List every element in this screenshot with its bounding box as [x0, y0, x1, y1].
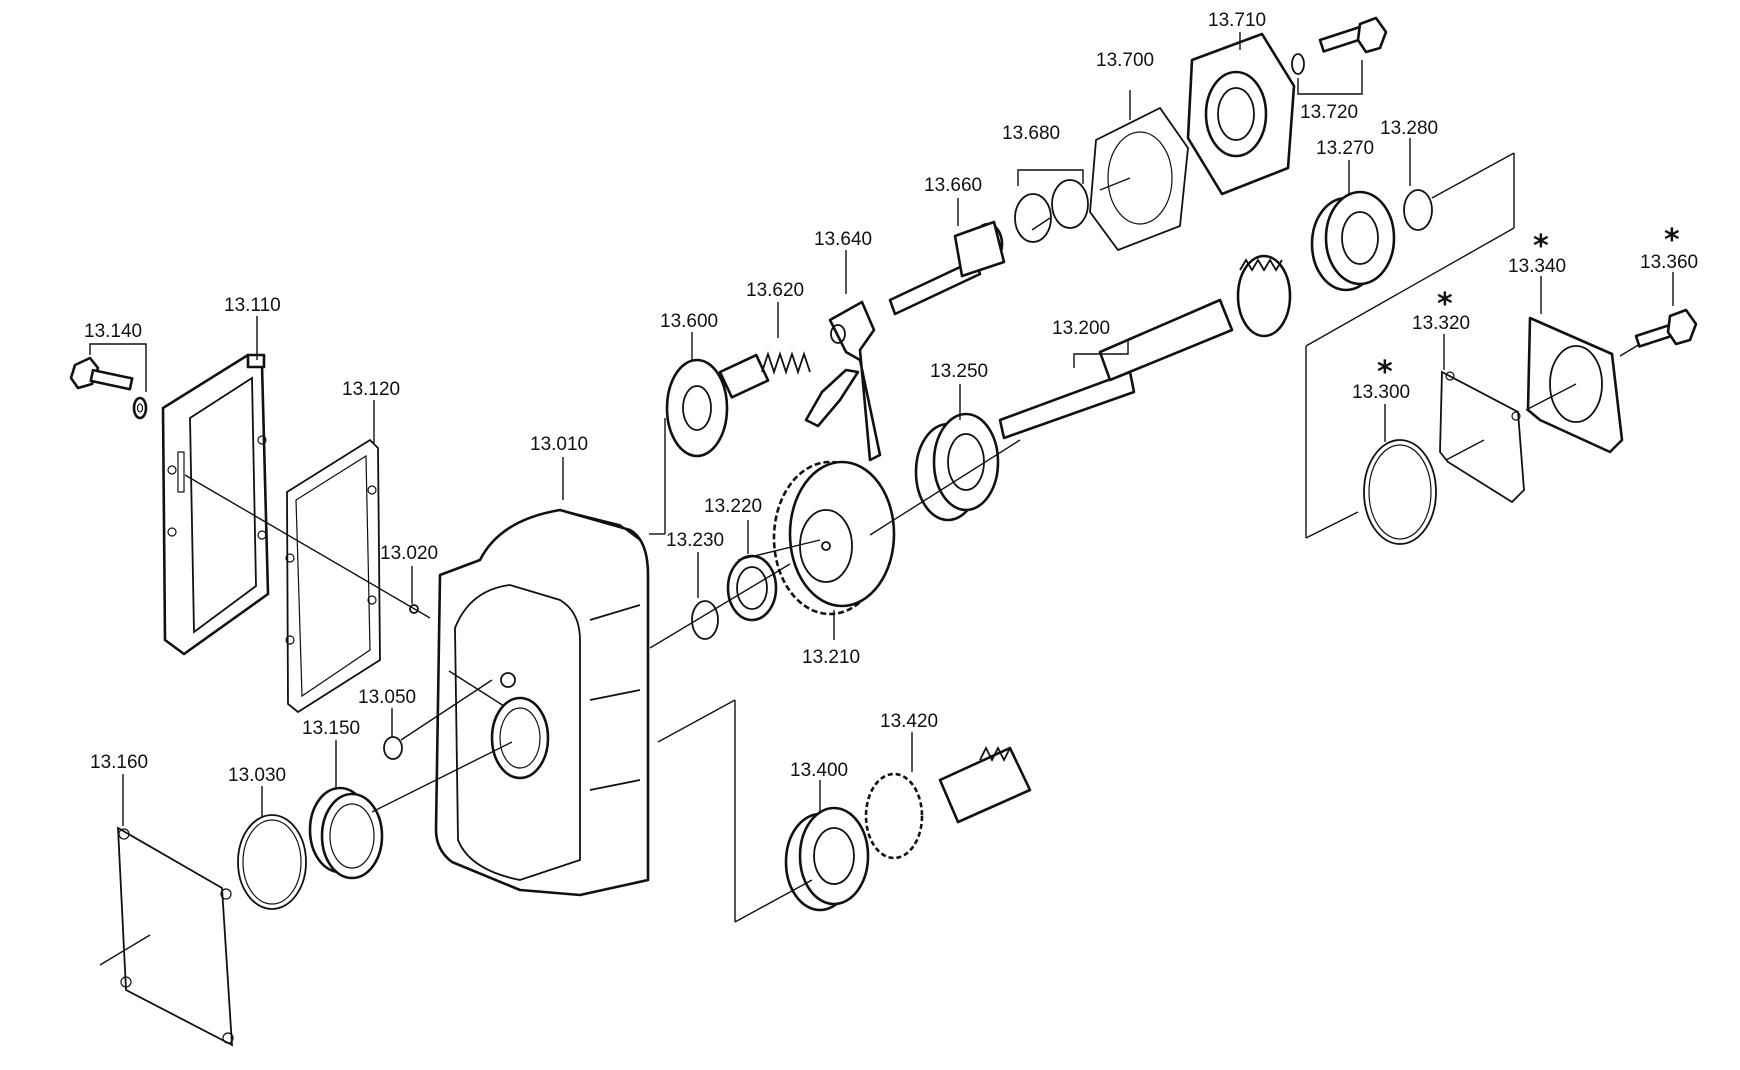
- part-circlip-13230: [691, 600, 719, 640]
- callout-13280: 13.280: [1380, 118, 1438, 139]
- callout-13320: 13.320: [1412, 313, 1470, 334]
- callout-13120: 13.120: [342, 379, 400, 400]
- part-bolt-13720: [1291, 16, 1388, 75]
- part-bearing-13270: [1310, 190, 1396, 292]
- part-pin-13020: [409, 604, 419, 614]
- callout-13200: 13.200: [1052, 318, 1110, 339]
- part-gasket-13320: [1439, 370, 1525, 504]
- part-bolt-13140: [69, 356, 148, 420]
- part-shift-fork-13640: [804, 300, 882, 462]
- callout-13270: 13.270: [1316, 138, 1374, 159]
- star-marker-13320: *: [1437, 287, 1453, 322]
- part-spring-13620: [761, 351, 811, 375]
- callout-13230: 13.230: [666, 530, 724, 551]
- callout-13360: 13.360: [1640, 252, 1698, 273]
- axis-lines: [99, 152, 1641, 966]
- part-output-shaft-13420: [864, 745, 1032, 860]
- part-shaft-13200: [998, 254, 1292, 440]
- callout-13700: 13.700: [1096, 50, 1154, 71]
- callout-13010: 13.010: [530, 434, 588, 455]
- callout-13340: 13.340: [1508, 256, 1566, 277]
- part-sleeve-13250: [914, 412, 1000, 522]
- part-seal-13220: [726, 554, 778, 622]
- callout-13640: 13.640: [814, 229, 872, 250]
- callout-13250: 13.250: [930, 361, 988, 382]
- callout-13020: 13.020: [380, 543, 438, 564]
- part-gasket-13700: [1089, 106, 1189, 252]
- star-markers: * * * *: [1377, 223, 1680, 390]
- callout-13030: 13.030: [228, 765, 286, 786]
- callout-13050: 13.050: [358, 687, 416, 708]
- callout-13300: 13.300: [1352, 382, 1410, 403]
- part-cover-plate-13110: [161, 353, 270, 656]
- callout-13680: 13.680: [1002, 123, 1060, 144]
- part-oring-13030: [237, 814, 307, 910]
- part-housing-13010: [434, 508, 650, 897]
- star-marker-13340: *: [1533, 229, 1549, 264]
- callout-labels: 13.140 13.110 13.120 13.020 13.010 13.05…: [84, 10, 1698, 786]
- part-rings-13680: [1014, 179, 1089, 243]
- part-plate-13600: [665, 353, 770, 458]
- callout-13660: 13.660: [924, 175, 982, 196]
- callout-13400: 13.400: [790, 760, 848, 781]
- part-circlip-13050: [383, 736, 403, 760]
- part-rail-13660: [888, 220, 1006, 316]
- callout-13110: 13.110: [224, 295, 281, 316]
- leader-lines: [89, 32, 1674, 826]
- star-marker-13360: *: [1664, 223, 1680, 258]
- part-oring-13300: [1363, 439, 1437, 545]
- callout-13710: 13.710: [1208, 10, 1266, 31]
- part-bolt-13360: [1634, 308, 1698, 348]
- callout-13160: 13.160: [90, 752, 148, 773]
- part-bearing-13400: [784, 806, 870, 912]
- callout-13420: 13.420: [880, 711, 938, 732]
- part-cover-13710: [1186, 32, 1296, 196]
- part-circlip-13280: [1403, 189, 1433, 231]
- callout-13210: 13.210: [802, 647, 860, 668]
- callout-13600: 13.600: [660, 311, 718, 332]
- part-gear-13210: [772, 460, 896, 616]
- star-marker-13300: *: [1377, 355, 1393, 390]
- callout-13140: 13.140: [84, 321, 142, 342]
- part-gasket-13120: [285, 438, 381, 714]
- callout-13220: 13.220: [704, 496, 762, 517]
- part-gasket-13160: [117, 826, 234, 1047]
- callout-13150: 13.150: [302, 718, 360, 739]
- callout-13620: 13.620: [746, 280, 804, 301]
- part-bearing-cup-13150: [308, 786, 384, 880]
- callout-13720: 13.720: [1300, 102, 1358, 123]
